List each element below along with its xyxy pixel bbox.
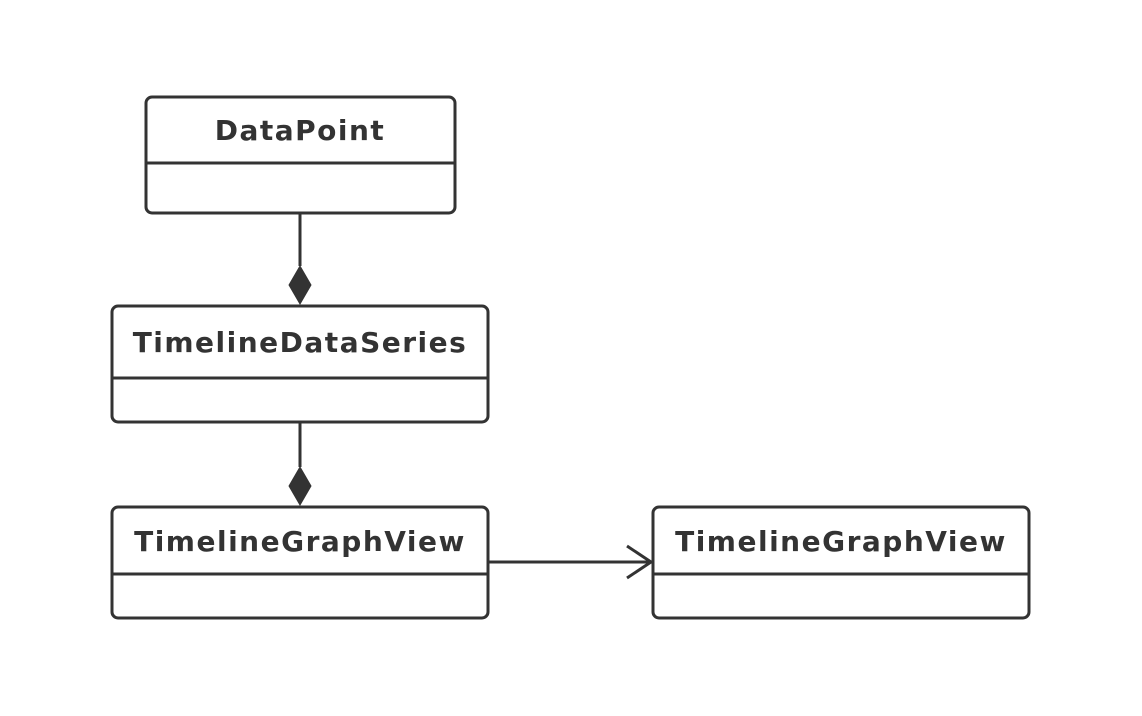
class-box-timeline-data-series[interactable]: TimelineDataSeries: [110, 304, 490, 424]
composition-diamond-icon: [288, 265, 312, 305]
class-name-datapoint: DataPoint: [215, 114, 386, 147]
class-box-timeline-graph-view-target[interactable]: TimelineGraphView: [651, 505, 1031, 620]
class-name-timeline-data-series: TimelineDataSeries: [133, 326, 468, 359]
composition-diamond-icon: [288, 466, 312, 506]
class-name-timeline-graph-view-target: TimelineGraphView: [675, 525, 1007, 558]
open-arrowhead-icon: [626, 544, 654, 580]
class-box-timeline-graph-view[interactable]: TimelineGraphView: [110, 505, 490, 620]
association-edge-graphview-target: [489, 544, 654, 580]
composition-edge-datapoint-series: [288, 213, 312, 305]
composition-edge-series-graphview: [288, 423, 312, 506]
class-name-timeline-graph-view: TimelineGraphView: [134, 525, 466, 558]
class-box-datapoint[interactable]: DataPoint: [144, 95, 457, 215]
